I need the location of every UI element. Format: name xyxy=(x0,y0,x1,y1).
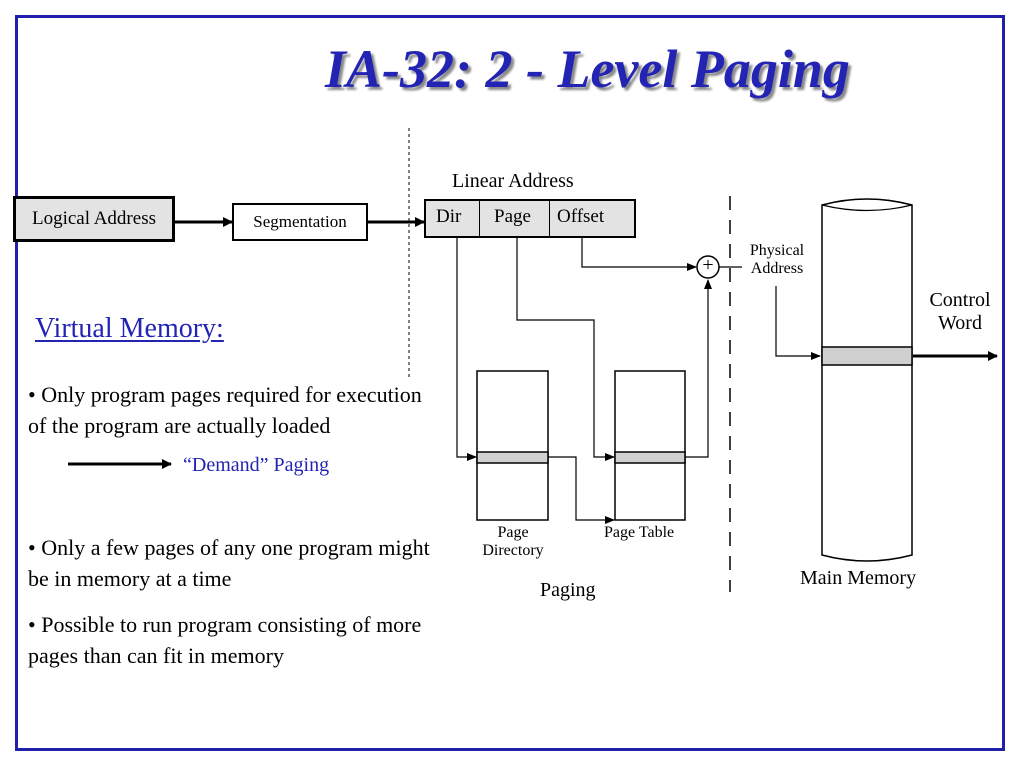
page-directory-table xyxy=(476,370,549,521)
page-table-label: Page Table xyxy=(604,524,675,541)
slide-title: IA-32: 2 - Level Paging xyxy=(325,39,850,99)
line-dir-to-directory xyxy=(456,238,477,461)
control-word-label: Control Word xyxy=(929,289,991,334)
page-table xyxy=(614,370,686,521)
bullet-demand-loading: • Only program pages required for execut… xyxy=(28,382,422,438)
bullet-more-pages: • Possible to run program consisting of … xyxy=(28,612,422,668)
virtual-memory-heading: Virtual Memory: xyxy=(35,313,224,344)
main-memory-column xyxy=(821,198,913,562)
slide-frame xyxy=(15,15,1005,751)
logical-address-box: Logical Address xyxy=(13,196,175,242)
linear-address-label: Linear Address xyxy=(452,170,574,192)
page-table-entry xyxy=(614,451,686,464)
line-table-to-adder xyxy=(685,279,712,458)
page-directory-label: Page Directory xyxy=(482,524,544,560)
line-physical-to-memory xyxy=(775,286,821,360)
main-memory-entry xyxy=(821,346,913,366)
bullet-few-pages: • Only a few pages of any one program mi… xyxy=(28,535,430,591)
adder-symbol: + xyxy=(702,254,714,276)
demand-paging-label: “Demand” Paging xyxy=(183,454,330,476)
paging-label: Paging xyxy=(540,579,596,601)
logical-address-label: Logical Address xyxy=(31,208,156,229)
field-offset: Offset xyxy=(557,206,605,227)
line-page-to-table xyxy=(516,238,615,461)
field-dir: Dir xyxy=(426,201,480,236)
main-memory-label: Main Memory xyxy=(800,567,917,589)
page-directory-entry xyxy=(476,451,549,464)
field-page: Page xyxy=(480,201,550,236)
line-directory-to-table xyxy=(548,456,615,524)
main-memory-top-edge xyxy=(821,204,913,212)
segmentation-label: Segmentation xyxy=(253,212,347,231)
linear-address-box: Dir Page Offset xyxy=(424,199,636,238)
physical-address-label: Physical Address xyxy=(749,242,805,278)
line-offset-to-adder xyxy=(581,238,697,271)
segmentation-box: Segmentation xyxy=(232,203,368,241)
